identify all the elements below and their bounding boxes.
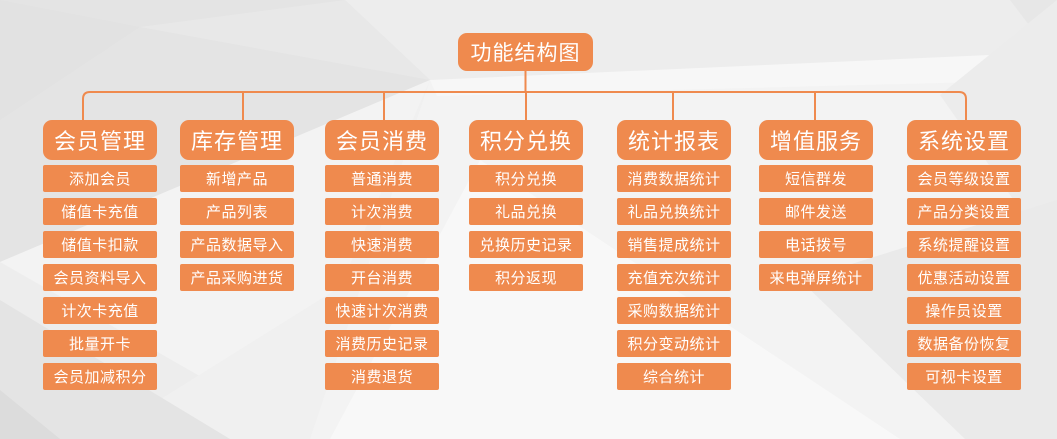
branch-item: 充值充次统计 — [617, 264, 731, 291]
branch-item: 快速计次消费 — [325, 297, 439, 324]
branch-column-2: 库存管理新增产品产品列表产品数据导入产品采购进货 — [180, 120, 294, 291]
branch-item: 短信群发 — [759, 165, 873, 192]
branch-item: 销售提成统计 — [617, 231, 731, 258]
branch-item: 优惠活动设置 — [907, 264, 1021, 291]
branch-item: 邮件发送 — [759, 198, 873, 225]
branch-item: 快速消费 — [325, 231, 439, 258]
branch-item: 产品数据导入 — [180, 231, 294, 258]
branch-item: 新增产品 — [180, 165, 294, 192]
branch-item: 数据备份恢复 — [907, 330, 1021, 357]
branch-item: 消费退货 — [325, 363, 439, 390]
branch-item: 会员资料导入 — [43, 264, 157, 291]
branch-column-3: 会员消费普通消费计次消费快速消费开台消费快速计次消费消费历史记录消费退货 — [325, 120, 439, 390]
diagram-title: 功能结构图 — [458, 33, 593, 71]
branch-item: 综合统计 — [617, 363, 731, 390]
branch-item: 消费数据统计 — [617, 165, 731, 192]
branch-header: 会员消费 — [325, 120, 439, 160]
branch-item: 采购数据统计 — [617, 297, 731, 324]
branch-header: 统计报表 — [617, 120, 731, 160]
branch-item: 操作员设置 — [907, 297, 1021, 324]
branch-item: 电话拨号 — [759, 231, 873, 258]
branch-item: 会员等级设置 — [907, 165, 1021, 192]
branch-item: 积分返现 — [469, 264, 583, 291]
branch-item: 可视卡设置 — [907, 363, 1021, 390]
branch-item: 产品列表 — [180, 198, 294, 225]
branch-header: 会员管理 — [43, 120, 157, 160]
branch-column-1: 会员管理添加会员储值卡充值储值卡扣款会员资料导入计次卡充值批量开卡会员加减积分 — [43, 120, 157, 390]
branch-item: 礼品兑换 — [469, 198, 583, 225]
branch-item: 积分兑换 — [469, 165, 583, 192]
branch-header: 积分兑换 — [469, 120, 583, 160]
branch-header: 增值服务 — [759, 120, 873, 160]
branch-item: 计次消费 — [325, 198, 439, 225]
branch-item: 产品分类设置 — [907, 198, 1021, 225]
branch-column-6: 增值服务短信群发邮件发送电话拨号来电弹屏统计 — [759, 120, 873, 291]
branch-item: 储值卡充值 — [43, 198, 157, 225]
branch-column-7: 系统设置会员等级设置产品分类设置系统提醒设置优惠活动设置操作员设置数据备份恢复可… — [907, 120, 1021, 390]
branch-item: 开台消费 — [325, 264, 439, 291]
branch-item: 系统提醒设置 — [907, 231, 1021, 258]
branch-column-5: 统计报表消费数据统计礼品兑换统计销售提成统计充值充次统计采购数据统计积分变动统计… — [617, 120, 731, 390]
branch-item: 储值卡扣款 — [43, 231, 157, 258]
branch-item: 批量开卡 — [43, 330, 157, 357]
branch-column-4: 积分兑换积分兑换礼品兑换兑换历史记录积分返现 — [469, 120, 583, 291]
branch-header: 系统设置 — [907, 120, 1021, 160]
branch-item: 兑换历史记录 — [469, 231, 583, 258]
branch-item: 积分变动统计 — [617, 330, 731, 357]
branch-item: 会员加减积分 — [43, 363, 157, 390]
branch-item: 礼品兑换统计 — [617, 198, 731, 225]
branch-item: 消费历史记录 — [325, 330, 439, 357]
branch-item: 计次卡充值 — [43, 297, 157, 324]
branch-header: 库存管理 — [180, 120, 294, 160]
branch-item: 来电弹屏统计 — [759, 264, 873, 291]
branch-item: 添加会员 — [43, 165, 157, 192]
branch-item: 普通消费 — [325, 165, 439, 192]
branch-item: 产品采购进货 — [180, 264, 294, 291]
